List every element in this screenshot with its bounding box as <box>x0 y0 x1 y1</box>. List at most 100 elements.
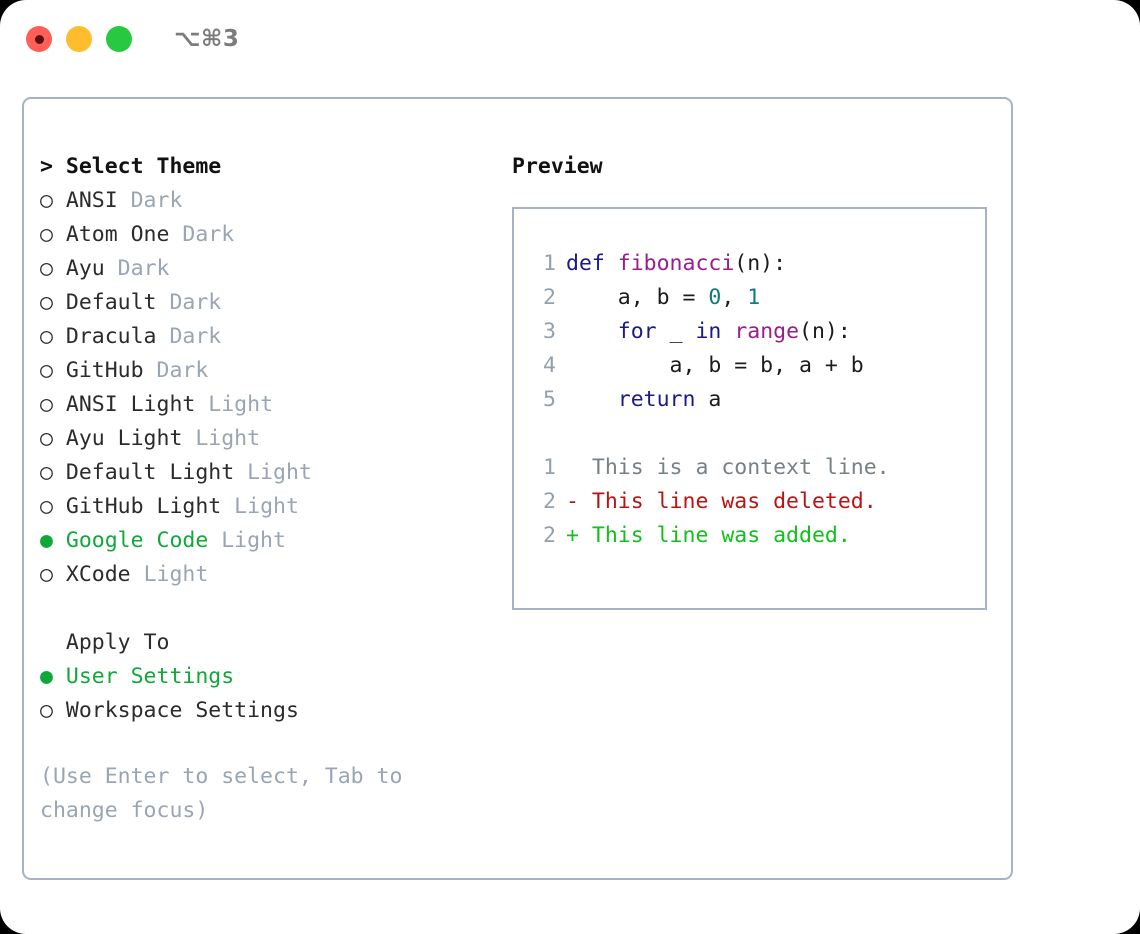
code-token-num: 0 <box>708 285 722 310</box>
apply-to-group: Apply To ● User Settings○ Workspace Sett… <box>40 626 502 728</box>
line-number: 1 <box>543 455 556 480</box>
theme-name: GitHub <box>65 358 144 383</box>
code-token-pl: (n): <box>734 251 787 276</box>
line-number: 2 <box>543 489 556 514</box>
diff-text: This is a context line. <box>591 455 890 480</box>
theme-variant-tag: Dark <box>117 188 183 213</box>
code-token-kw: in <box>695 319 722 344</box>
theme-name: Dracula <box>65 324 157 349</box>
code-line: 3 for _ in range(n): <box>530 315 985 349</box>
radio-unselected-icon: ○ <box>40 494 66 519</box>
diff-line-add: 2 + This line was added. <box>530 519 985 553</box>
theme-variant-tag: Light <box>195 392 274 417</box>
theme-variant-tag: Dark <box>169 222 235 247</box>
diff-sign: + <box>566 523 592 548</box>
line-number: 4 <box>543 353 556 378</box>
theme-option-google-code[interactable]: ● Google Code Light <box>40 524 502 558</box>
code-token-fn: fibonacci <box>617 251 735 276</box>
theme-option-ayu[interactable]: ○ Ayu Dark <box>40 252 502 286</box>
code-line: 1 def fibonacci(n): <box>530 247 985 281</box>
apply-to-label: User Settings <box>65 664 235 689</box>
code-token-pl: a, b = <box>566 285 709 310</box>
code-token-pl: (n): <box>799 319 851 344</box>
radio-unselected-icon: ○ <box>40 324 66 349</box>
theme-name: Ayu Light <box>65 426 183 451</box>
maximize-button[interactable] <box>106 26 132 52</box>
diff-text: This line was added. <box>591 523 851 548</box>
preview-header: Preview <box>512 154 603 179</box>
code-token-pl: a, b = b, a + b <box>566 353 864 378</box>
main-panel: > Select Theme ○ ANSI Dark○ Atom One Dar… <box>22 97 1013 880</box>
radio-selected-icon: ● <box>40 528 66 553</box>
code-token-pl <box>566 387 618 412</box>
code-token-pl: , <box>721 285 748 310</box>
radio-unselected-icon: ○ <box>40 358 66 383</box>
theme-option-default-light[interactable]: ○ Default Light Light <box>40 456 502 490</box>
theme-option-ansi[interactable]: ○ ANSI Dark <box>40 184 502 218</box>
radio-unselected-icon: ○ <box>40 426 66 451</box>
radio-unselected-icon: ○ <box>40 392 66 417</box>
theme-name: ANSI Light <box>65 392 196 417</box>
minimize-button[interactable] <box>66 26 92 52</box>
theme-name: ANSI <box>65 188 118 213</box>
apply-to-header: Apply To <box>40 630 170 655</box>
apply-to-option-workspace-settings[interactable]: ○ Workspace Settings <box>40 694 502 728</box>
diff-line-text: - This line was deleted. <box>566 489 877 514</box>
theme-name: Default <box>65 290 157 315</box>
theme-variant-tag: Dark <box>143 358 209 383</box>
theme-variant-tag: Dark <box>156 324 222 349</box>
code-line: 4 a, b = b, a + b <box>530 349 985 383</box>
theme-list[interactable]: ○ ANSI Dark○ Atom One Dark○ Ayu Dark○ De… <box>40 184 502 592</box>
code-token-pl <box>721 319 734 344</box>
theme-option-github[interactable]: ○ GitHub Dark <box>40 354 502 388</box>
radio-unselected-icon: ○ <box>40 188 66 213</box>
theme-name: XCode <box>65 562 131 587</box>
theme-option-xcode[interactable]: ○ XCode Light <box>40 558 502 592</box>
select-theme-header: > Select Theme <box>40 154 222 179</box>
code-line: 2 a, b = 0, 1 <box>530 281 985 315</box>
code-token-pl <box>566 319 618 344</box>
line-number: 3 <box>543 319 556 344</box>
diff-line-text: + This line was added. <box>566 523 851 548</box>
code-token-kw: def <box>566 251 618 276</box>
theme-option-atom-one[interactable]: ○ Atom One Dark <box>40 218 502 252</box>
radio-unselected-icon: ○ <box>40 222 66 247</box>
theme-name: Ayu <box>65 256 105 281</box>
close-button[interactable] <box>26 26 52 52</box>
theme-option-dracula[interactable]: ○ Dracula Dark <box>40 320 502 354</box>
theme-option-github-light[interactable]: ○ GitHub Light Light <box>40 490 502 524</box>
code-token-kw: return <box>617 387 696 412</box>
theme-variant-tag: Light <box>208 528 286 553</box>
line-number: 1 <box>543 251 556 276</box>
radio-unselected-icon: ○ <box>40 256 66 281</box>
code-token-fn: range <box>734 319 800 344</box>
theme-name: Default Light <box>65 460 235 485</box>
diff-text: This line was deleted. <box>591 489 877 514</box>
theme-option-ayu-light[interactable]: ○ Ayu Light Light <box>40 422 502 456</box>
window-controls <box>26 26 132 52</box>
theme-variant-tag: Dark <box>156 290 222 315</box>
theme-option-ansi-light[interactable]: ○ ANSI Light Light <box>40 388 502 422</box>
radio-unselected-icon: ○ <box>40 460 66 485</box>
radio-unselected-icon: ○ <box>40 562 66 587</box>
diff-sign: - <box>566 489 592 514</box>
line-number: 2 <box>543 523 556 548</box>
apply-to-option-user-settings[interactable]: ● User Settings <box>40 660 502 694</box>
theme-name: Google Code <box>65 528 209 553</box>
keyboard-hint-text: (Use Enter to select, Tab to change focu… <box>40 764 403 823</box>
theme-variant-tag: Light <box>130 562 209 587</box>
diff-sign <box>566 455 592 480</box>
code-token-pl: a <box>695 387 722 412</box>
radio-unselected-icon: ○ <box>40 698 66 723</box>
theme-option-default[interactable]: ○ Default Dark <box>40 286 502 320</box>
theme-variant-tag: Light <box>234 460 312 485</box>
theme-name: GitHub Light <box>65 494 222 519</box>
apply-to-label: Workspace Settings <box>65 698 299 723</box>
theme-variant-tag: Dark <box>104 256 170 281</box>
apply-to-list[interactable]: ● User Settings○ Workspace Settings <box>40 660 502 728</box>
keyboard-shortcut-label: ⌥⌘3 <box>174 26 240 52</box>
theme-variant-tag: Light <box>182 426 261 451</box>
line-number: 5 <box>543 387 556 412</box>
